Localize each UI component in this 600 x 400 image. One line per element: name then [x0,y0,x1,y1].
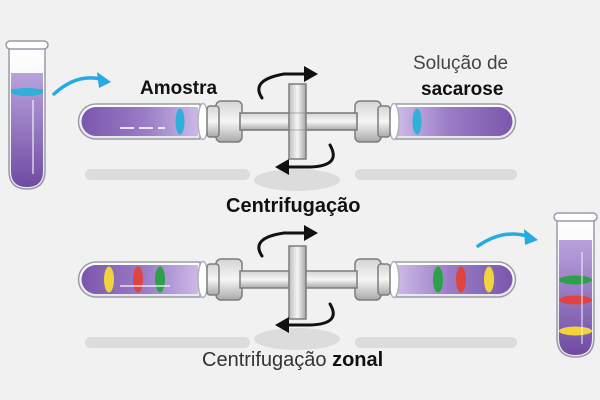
blue-arrow-icon [97,72,111,88]
rotation-arrow-icon [286,143,335,169]
rotation-arrow-icon [286,302,335,327]
blue-arrow-icon [52,76,106,96]
zonal-label-bold: zonal [332,349,384,371]
shadow-ellipse [254,328,340,350]
sample-test-tube [5,40,49,190]
rotation-arrow-icon [257,72,308,100]
sample-label: Amostra [140,78,218,99]
rotation-arrow-icon [275,159,289,175]
rotation-arrow-icon [304,66,318,82]
zonal-centrifugation-label: Centrifugação zonal [202,350,383,370]
sucrose-solution-label-line1: Solução de [413,53,509,74]
rotor-bottom [77,245,517,320]
blue-arrow-icon [476,232,532,248]
centrifugation-label: Centrifugação [226,195,361,217]
rotation-arrow-icon [304,225,318,241]
result-test-tube [553,212,598,358]
shadow-bar [85,337,250,348]
rotation-arrow-icon [257,231,308,258]
shadow-bar [355,169,517,180]
blue-arrow-icon [524,229,538,245]
rotation-arrow-icon [275,317,289,333]
sucrose-solution-label-line2: sacarose [421,79,504,100]
zonal-label-prefix: Centrifugação [202,349,333,371]
shadow-bar [85,169,250,180]
shadow-ellipse [254,169,340,191]
shadow-bar [355,337,517,348]
rotor-top [77,83,517,160]
